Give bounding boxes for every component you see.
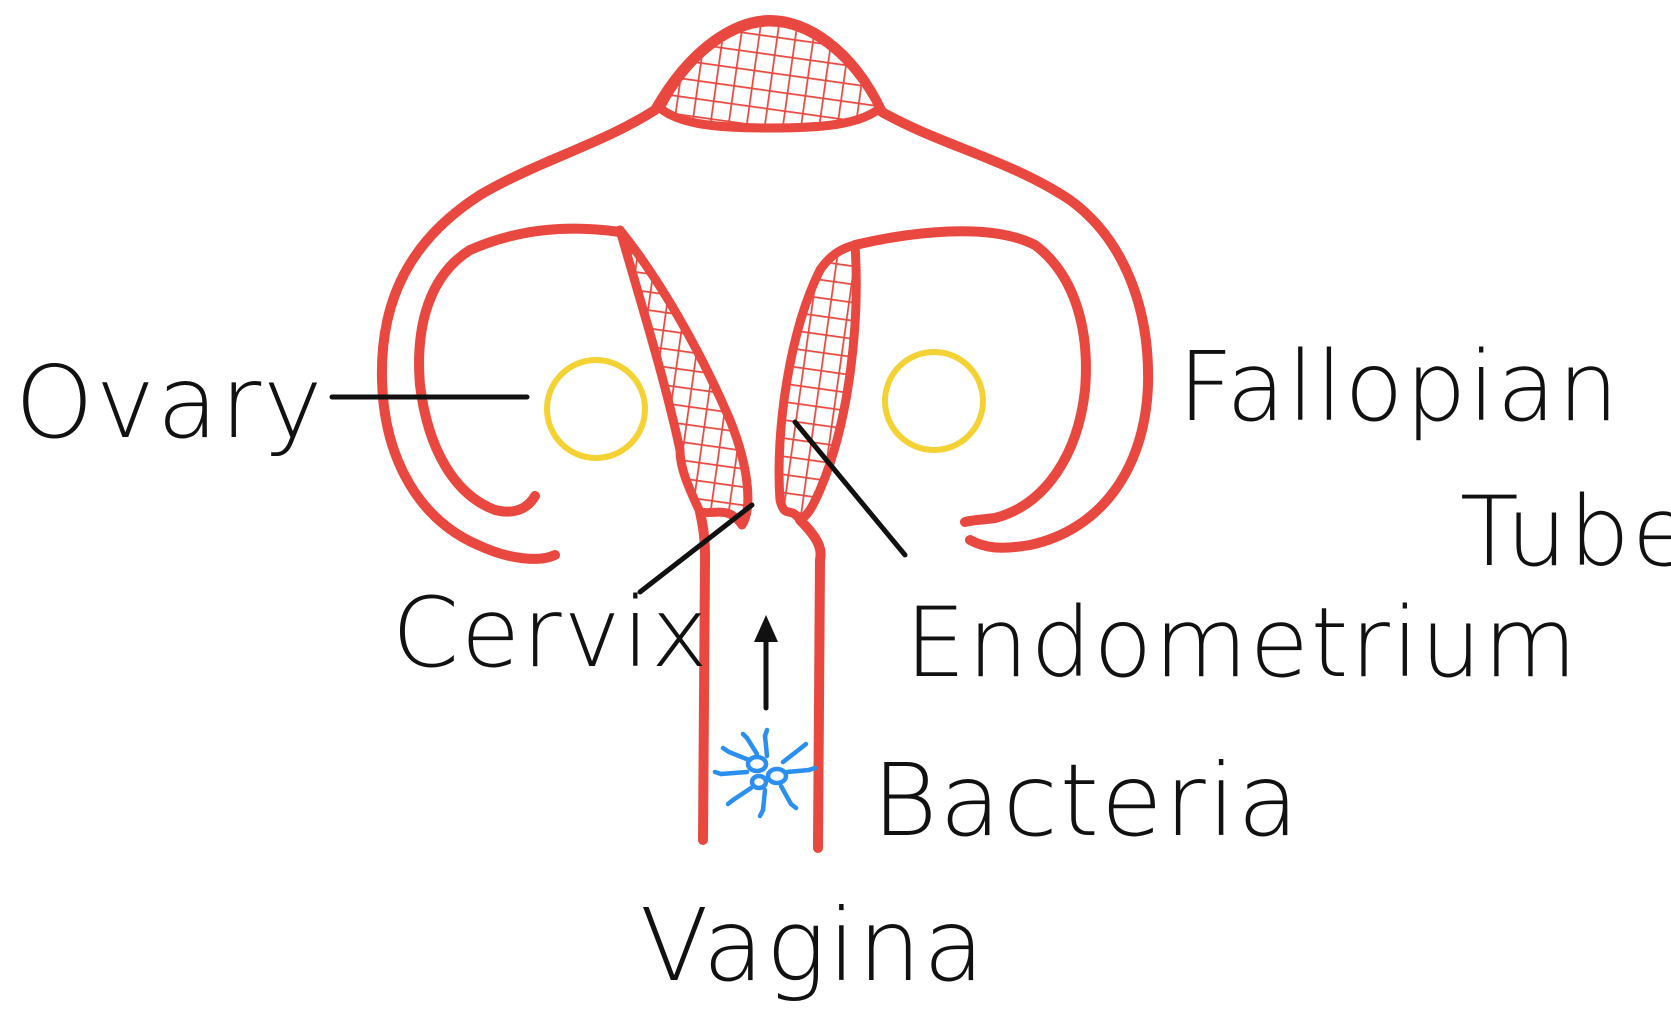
vaginal-canal [700, 512, 821, 848]
left-uterine-wall [600, 220, 770, 540]
ovary-label: Ovary [15, 344, 324, 461]
fallopian-tube-label-line2: Tube [1460, 476, 1671, 588]
bacteria-label: Bacteria [872, 742, 1301, 859]
arrow-up-icon [754, 615, 778, 708]
fundus-tissue [640, 10, 900, 140]
bacteria-icon [715, 730, 815, 816]
right-ovary [885, 352, 983, 450]
cervix-label: Cervix [392, 577, 710, 689]
endometrium-label: Endometrium [905, 587, 1579, 699]
right-uterine-wall [760, 230, 870, 530]
vagina-label: Vagina [640, 887, 986, 1004]
left-ovary [547, 360, 645, 458]
fallopian-tube-label-line1: Fallopian [1178, 331, 1621, 443]
